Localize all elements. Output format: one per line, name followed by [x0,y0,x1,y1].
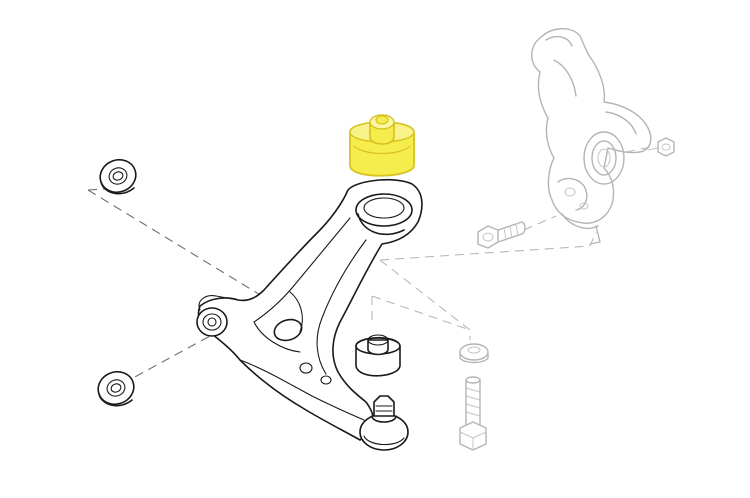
front-bushing [196,295,239,337]
mounting-washer [459,343,489,364]
steering-knuckle [531,28,652,245]
lower-bushing [355,334,401,377]
lower-control-arm [196,178,423,451]
upper-washer [99,158,137,195]
mounting-bolt [459,376,487,451]
ball-joint [359,395,409,451]
lower-washer [97,370,135,407]
knuckle-bolt [477,221,526,249]
leader-lines [87,145,657,385]
knuckle-nut [647,137,675,157]
rear-bushing-highlighted [349,114,415,177]
